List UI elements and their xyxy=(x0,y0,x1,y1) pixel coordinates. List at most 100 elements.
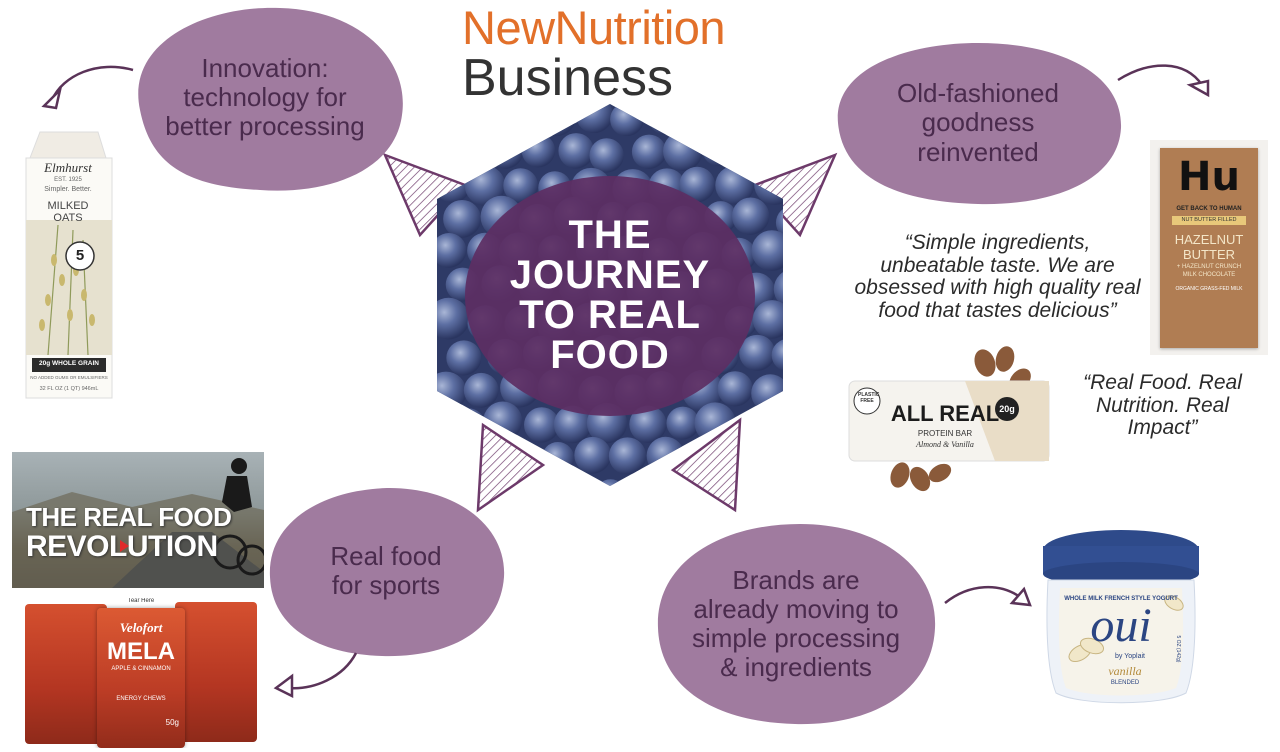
product-velofort-mela-packs: Tear Here Velofort MELA APPLE & CINNAMON… xyxy=(25,598,260,748)
quote-line: Impact” xyxy=(1127,416,1198,440)
video-title: THE REAL FOOD xyxy=(26,502,232,532)
elmhurst-est: EST. 1925 xyxy=(54,177,82,183)
arrow-curve-left-bottom xyxy=(273,652,358,698)
blueberry xyxy=(437,233,467,268)
hu-brand: Hu xyxy=(1178,154,1240,200)
velofort-flavor: APPLE & CINNAMON xyxy=(111,666,171,672)
blueberry xyxy=(608,437,647,475)
product-elmhurst-carton: Elmhurst EST. 1925 Simpler. Better. MILK… xyxy=(18,130,118,400)
elmhurst-name: OATS xyxy=(53,212,83,224)
product-all-real-bar: PLASTIC FREE ALL REAL 20g PROTEIN BAR Al… xyxy=(845,345,1055,495)
quote-line: “Real Food. Real xyxy=(1083,371,1242,394)
product-hu-chocolate: Hu GET BACK TO HUMAN NUT BUTTER FILLED H… xyxy=(1150,140,1268,355)
center-hexagon: THE JOURNEY TO REAL FOOD xyxy=(437,104,783,486)
connector-triangle-bottom-left xyxy=(476,422,546,513)
bubble-text-line: goodness xyxy=(921,107,1035,138)
quote-hu: “Simple ingredients, unbeatable taste. W… xyxy=(840,231,1155,323)
hu-name: BUTTER xyxy=(1183,247,1235,262)
elmhurst-note: NO ADDED GUMS OR EMULSIFIERS xyxy=(30,375,108,380)
blueberry xyxy=(437,297,470,340)
arrow-curve-left-top xyxy=(41,65,134,110)
blueberry-hexagon-image xyxy=(437,104,783,486)
quote-line: unbeatable taste. We are xyxy=(880,253,1115,277)
blueberry xyxy=(629,405,667,443)
allreal-badge: PLASTIC FREE xyxy=(858,392,880,404)
blueberry xyxy=(731,197,770,235)
blueberry xyxy=(558,133,594,169)
allreal-flavor: Almond & Vanilla xyxy=(916,440,974,449)
allreal-protein: 20g xyxy=(995,397,1019,421)
hu-filled: NUT BUTTER FILLED xyxy=(1172,216,1246,225)
oui-brand: oui xyxy=(1090,599,1152,652)
velofort-weight: 50g xyxy=(165,718,179,727)
bubble-old-fashioned: Old-fashioned goodness reinvented xyxy=(828,38,1128,208)
blueberry xyxy=(751,230,783,272)
bubble-text-line: reinvented xyxy=(917,136,1039,167)
elmhurst-volume: 32 FL OZ (1 QT) 946mL xyxy=(39,386,99,392)
blueberry xyxy=(553,405,592,444)
velofort-tear: Tear Here xyxy=(127,598,155,604)
hu-milk: ORGANIC GRASS-FED MILK xyxy=(1175,286,1243,292)
blueberry xyxy=(589,138,624,173)
elmhurst-tagline: Simpler. Better. xyxy=(44,186,92,193)
elmhurst-brand: Elmhurst xyxy=(44,160,92,175)
blueberry xyxy=(463,372,499,408)
blueberry xyxy=(574,436,612,474)
blueberry xyxy=(679,166,715,203)
blueberry xyxy=(503,168,538,203)
hu-tag: GET BACK TO HUMAN xyxy=(1176,206,1242,212)
bubble-innovation: Innovation: technology for better proces… xyxy=(120,0,410,195)
oui-flavor: vanilla xyxy=(1108,664,1142,678)
center-title-line: FOOD xyxy=(550,333,670,377)
arrow-curve-right-bottom xyxy=(944,586,1032,607)
bubble-text-line: Real food xyxy=(330,540,442,571)
video-thumbnail-real-food-revolution[interactable]: THE REAL FOOD REVOLUTION xyxy=(12,452,264,588)
blueberry xyxy=(446,340,482,376)
arrow-curve-right-top xyxy=(1117,64,1210,98)
connector-triangle-bottom-right xyxy=(670,417,742,513)
blueberry xyxy=(771,338,783,372)
bubble-text-line: Innovation: xyxy=(201,52,329,83)
bubble-text-line: simple processing xyxy=(691,623,901,653)
bubble-text-line: Old-fashioned xyxy=(897,78,1059,109)
center-circle xyxy=(465,176,755,416)
bubble-text-line: technology for xyxy=(183,81,347,112)
center-title-line: JOURNEY xyxy=(509,253,711,297)
elmhurst-badge: 5 xyxy=(75,247,85,264)
quote-line: “Simple ingredients, xyxy=(904,231,1091,254)
center-title-line: THE xyxy=(568,213,652,257)
elmhurst-grain: 20g WHOLE GRAIN xyxy=(39,360,99,367)
hu-sub: + HAZELNUT CRUNCH xyxy=(1176,264,1242,270)
blueberry xyxy=(666,406,700,440)
velofort-brand: Velofort xyxy=(119,620,163,635)
quote-line: obsessed with high quality real xyxy=(854,276,1141,300)
bubble-text-line: for sports xyxy=(331,570,441,600)
oui-blended: BLENDED xyxy=(1110,680,1140,686)
blueberry xyxy=(443,199,481,238)
play-icon[interactable] xyxy=(120,540,129,552)
bubble-brands: Brands are already moving to simple proc… xyxy=(650,518,942,730)
blueberry xyxy=(752,300,783,339)
hu-name: HAZELNUT xyxy=(1174,232,1244,247)
bubble-text-line: already moving to xyxy=(693,593,899,624)
oui-weight: 5 OZ (142g) xyxy=(1175,635,1181,663)
hu-sub: MILK CHOCOLATE xyxy=(1182,272,1236,278)
logo-business: Business xyxy=(462,49,673,107)
logo-newnutrition: NewNutrition xyxy=(462,1,726,54)
bubble-sports: Real food for sports xyxy=(262,482,510,660)
blueberry xyxy=(739,334,776,371)
allreal-type: PROTEIN BAR xyxy=(917,429,973,438)
product-oui-yogurt: WHOLE MILK FRENCH STYLE YOGURT oui by Yo… xyxy=(1040,528,1202,708)
center-title: THE JOURNEY TO REAL FOOD xyxy=(437,104,783,486)
center-title-line: TO REAL xyxy=(519,293,701,337)
bubble-text-line: better processing xyxy=(165,111,365,142)
allreal-name: ALL REAL xyxy=(890,401,1000,426)
quote-line: food that tastes delicious” xyxy=(878,299,1117,323)
velofort-type: ENERGY CHEWS xyxy=(116,696,166,702)
quote-all-real: “Real Food. Real Nutrition. Real Impact” xyxy=(1070,371,1255,440)
oui-by: by Yoplait xyxy=(1115,653,1145,660)
bubble-text-line: & ingredients xyxy=(720,652,872,683)
quote-line: Nutrition. Real xyxy=(1095,393,1230,417)
oui-top: WHOLE MILK FRENCH STYLE YOGURT xyxy=(1064,596,1178,602)
blueberry xyxy=(717,371,753,407)
